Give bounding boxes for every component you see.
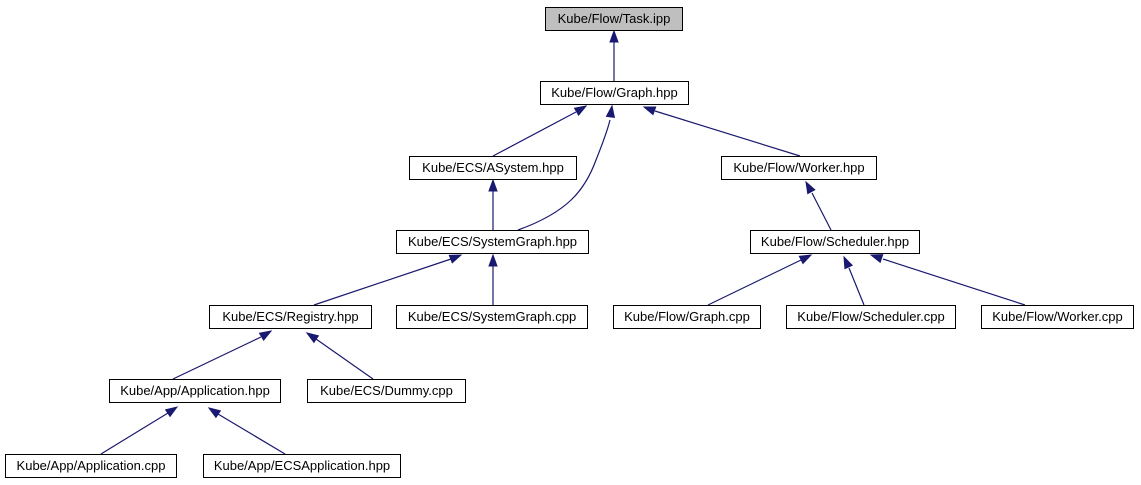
edge-worker_hpp-to-graph_hpp: [654, 110, 801, 157]
edge-systemgraph_hpp-to-graph_hpp: [517, 119, 611, 231]
arrowhead-worker_cpp-to-scheduler_hpp: [869, 254, 884, 264]
node-registry-hpp[interactable]: Kube/ECS/Registry.hpp: [209, 305, 372, 329]
arrowhead-scheduler_cpp-to-scheduler_hpp: [843, 255, 854, 270]
edge-dummy_cpp-to-registry_hpp: [315, 338, 374, 380]
node-dummy-cpp[interactable]: Kube/ECS/Dummy.cpp: [307, 379, 466, 403]
arrowhead-systemgraph_hpp-to-graph_hpp: [605, 104, 616, 119]
arrowhead-graph_cpp-to-scheduler_hpp: [798, 254, 813, 265]
arrowhead-systemgraph_cpp-to-systemgraph_hpp: [488, 253, 498, 267]
node-scheduler-cpp[interactable]: Kube/Flow/Scheduler.cpp: [786, 305, 956, 329]
node-application-cpp[interactable]: Kube/App/Application.cpp: [5, 454, 177, 478]
edge-registry_hpp-to-systemgraph_hpp: [313, 258, 452, 306]
arrowhead-graph_hpp-to-task_ipp: [609, 29, 619, 43]
arrowhead-application_cpp-to-application_hpp: [164, 406, 179, 418]
node-asystem-hpp[interactable]: Kube/ECS/ASystem.hpp: [409, 156, 577, 180]
edge-application_hpp-to-registry_hpp: [172, 336, 262, 380]
edge-ecsapplication_hpp-to-application_hpp: [217, 413, 286, 455]
node-systemgraph-hpp[interactable]: Kube/ECS/SystemGraph.hpp: [396, 230, 589, 254]
arrowhead-asystem_hpp-to-graph_hpp: [573, 105, 588, 116]
edge-scheduler_hpp-to-worker_hpp: [811, 192, 832, 231]
node-scheduler-hpp[interactable]: Kube/Flow/Scheduler.hpp: [750, 230, 920, 254]
arrowhead-systemgraph_hpp-to-asystem_hpp: [488, 178, 498, 192]
node-graph-cpp[interactable]: Kube/Flow/Graph.cpp: [613, 305, 761, 329]
edge-scheduler_cpp-to-scheduler_hpp: [848, 267, 865, 306]
arrowhead-scheduler_hpp-to-worker_hpp: [805, 180, 816, 195]
arrowhead-dummy_cpp-to-registry_hpp: [305, 332, 320, 344]
node-ecsapplication-hpp[interactable]: Kube/App/ECSApplication.hpp: [203, 454, 401, 478]
arrowhead-worker_hpp-to-graph_hpp: [642, 106, 657, 116]
arrowhead-application_hpp-to-registry_hpp: [258, 330, 273, 341]
edge-worker_cpp-to-scheduler_hpp: [882, 258, 1026, 306]
edge-application_cpp-to-application_hpp: [100, 412, 169, 455]
edge-graph_cpp-to-scheduler_hpp: [707, 259, 802, 306]
node-worker-hpp[interactable]: Kube/Flow/Worker.hpp: [721, 156, 877, 180]
node-application-hpp[interactable]: Kube/App/Application.hpp: [109, 379, 281, 403]
node-worker-cpp[interactable]: Kube/Flow/Worker.cpp: [981, 305, 1134, 329]
node-task-ipp: Kube/Flow/Task.ipp: [545, 7, 683, 31]
node-graph-hpp[interactable]: Kube/Flow/Graph.hpp: [540, 81, 689, 105]
arrowhead-ecsapplication_hpp-to-application_hpp: [207, 407, 222, 419]
arrowhead-registry_hpp-to-systemgraph_hpp: [448, 254, 463, 264]
edge-asystem_hpp-to-graph_hpp: [492, 111, 577, 157]
node-systemgraph-cpp[interactable]: Kube/ECS/SystemGraph.cpp: [396, 305, 588, 329]
